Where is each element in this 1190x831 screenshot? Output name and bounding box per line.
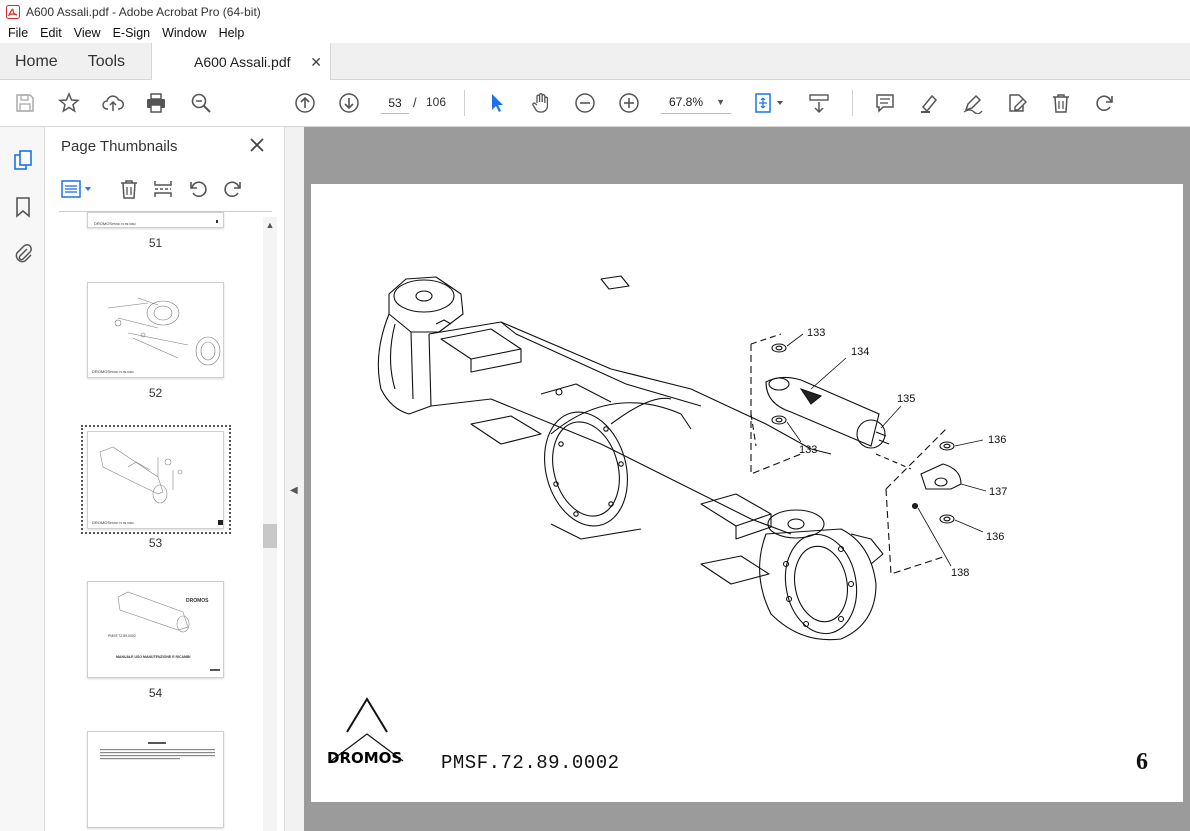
hand-tool-icon[interactable] bbox=[529, 91, 553, 115]
toolbar-divider bbox=[464, 90, 465, 116]
scroll-mode-icon[interactable] bbox=[807, 91, 831, 115]
page-number-input[interactable] bbox=[381, 92, 409, 114]
menu-file[interactable]: File bbox=[8, 26, 29, 40]
redo-icon[interactable] bbox=[1093, 91, 1117, 115]
panel-splitter[interactable]: ◀ bbox=[284, 127, 304, 831]
thumbnail-page-54[interactable]: DROMOS PMSF.72.89.0002 MANUALE USO MANUT… bbox=[87, 581, 224, 678]
tab-tools[interactable]: Tools bbox=[87, 53, 126, 70]
menu-esign[interactable]: E-Sign bbox=[112, 26, 151, 40]
page-thumbnails-icon[interactable] bbox=[11, 148, 35, 172]
next-page-icon[interactable] bbox=[337, 91, 361, 115]
page-separator: / bbox=[413, 95, 417, 110]
svg-text:PMSF.72.89.0002: PMSF.72.89.0002 bbox=[108, 634, 136, 638]
bookmark-icon[interactable] bbox=[11, 195, 35, 219]
callout-label: 138 bbox=[951, 567, 969, 579]
left-rail bbox=[0, 127, 45, 831]
callout-label: 133 bbox=[799, 444, 817, 456]
logo-wordmark: DROMOS bbox=[327, 749, 402, 767]
svg-text:DROMOS: DROMOS bbox=[92, 369, 110, 374]
insert-page-icon[interactable] bbox=[151, 177, 175, 201]
callout-label: 134 bbox=[851, 346, 869, 358]
svg-text:DROMOS: DROMOS bbox=[94, 221, 112, 226]
edit-pdf-icon[interactable] bbox=[1005, 91, 1029, 115]
zoom-out-icon[interactable] bbox=[573, 91, 597, 115]
menu-bar: File Edit View E-Sign Window Help bbox=[0, 23, 1190, 43]
zoom-value: 67.8% bbox=[669, 95, 704, 109]
tab-document[interactable]: A600 Assali.pdf ✕ bbox=[151, 43, 331, 81]
attachment-icon[interactable] bbox=[11, 241, 35, 265]
title-bar: A600 Assali.pdf - Adobe Acrobat Pro (64-… bbox=[0, 0, 1190, 23]
svg-text:DROMOS: DROMOS bbox=[92, 520, 110, 525]
tab-bar: Home Tools A600 Assali.pdf ✕ bbox=[0, 43, 1190, 81]
pdf-page bbox=[311, 184, 1183, 802]
rotate-right-icon[interactable] bbox=[221, 177, 245, 201]
upload-cloud-icon[interactable] bbox=[101, 91, 125, 115]
close-tab-icon[interactable]: ✕ bbox=[310, 54, 322, 70]
total-pages: 106 bbox=[426, 95, 447, 109]
toolbar-divider bbox=[852, 90, 853, 116]
svg-text:PMSF.72.89.0002: PMSF.72.89.0002 bbox=[112, 222, 136, 226]
thumbnail-options-icon[interactable] bbox=[59, 177, 97, 201]
zoom-in-icon[interactable] bbox=[617, 91, 641, 115]
bookmark-star-icon[interactable] bbox=[57, 91, 81, 115]
menu-edit[interactable]: Edit bbox=[40, 26, 62, 40]
toolbar bbox=[0, 80, 1190, 127]
scrollbar-thumb[interactable] bbox=[263, 524, 277, 548]
close-panel-icon[interactable] bbox=[248, 136, 266, 154]
sign-pen-icon[interactable] bbox=[961, 91, 985, 115]
thumbnail-page-55[interactable] bbox=[87, 731, 224, 828]
menu-help[interactable]: Help bbox=[218, 26, 245, 40]
chevron-down-icon: ▼ bbox=[716, 97, 725, 107]
rotate-left-icon[interactable] bbox=[186, 177, 210, 201]
panel-toolbar bbox=[59, 177, 279, 201]
collapse-panel-icon[interactable]: ◀ bbox=[290, 485, 298, 496]
svg-text:DROMOS: DROMOS bbox=[186, 598, 209, 604]
svg-text:PMSF.72.89.0002: PMSF.72.89.0002 bbox=[110, 521, 134, 525]
acrobat-icon bbox=[6, 4, 20, 19]
svg-text:MANUALE USO MANUTENZIONE E RIC: MANUALE USO MANUTENZIONE E RICAMBI bbox=[116, 655, 190, 659]
save-icon[interactable] bbox=[13, 91, 37, 115]
zoom-dropdown[interactable]: 67.8% ▼ bbox=[661, 91, 731, 114]
thumbnail-label-54: 54 bbox=[148, 686, 163, 700]
delete-pages-icon[interactable] bbox=[117, 177, 141, 201]
fit-page-icon[interactable] bbox=[752, 91, 788, 115]
callout-label: 133 bbox=[807, 327, 825, 339]
print-icon[interactable] bbox=[144, 91, 168, 115]
axle-exploded-drawing: 133 134 135 133 136 137 136 138 DROMOS bbox=[327, 275, 1007, 767]
highlight-pen-icon[interactable] bbox=[917, 91, 941, 115]
callout-label: 136 bbox=[988, 434, 1006, 446]
window-title: A600 Assali.pdf - Adobe Acrobat Pro (64-… bbox=[26, 4, 261, 19]
panel-title: Page Thumbnails bbox=[61, 138, 178, 155]
comment-icon[interactable] bbox=[873, 91, 897, 115]
document-code: PMSF.72.89.0002 bbox=[441, 752, 620, 774]
scroll-up-icon[interactable]: ▲ bbox=[265, 220, 275, 230]
tab-home[interactable]: Home bbox=[15, 53, 58, 70]
menu-window[interactable]: Window bbox=[162, 26, 207, 40]
callout-label: 137 bbox=[989, 486, 1007, 498]
document-tab-label: A600 Assali.pdf bbox=[194, 54, 291, 70]
thumbnail-label-53: 53 bbox=[148, 536, 163, 550]
thumbnail-label-52: 52 bbox=[148, 386, 163, 400]
document-page-number: 6 bbox=[1136, 749, 1148, 775]
delete-icon[interactable] bbox=[1049, 91, 1073, 115]
panel-divider bbox=[59, 211, 272, 212]
thumbnail-label-51: 51 bbox=[148, 236, 163, 250]
previous-page-icon[interactable] bbox=[293, 91, 317, 115]
menu-view[interactable]: View bbox=[73, 26, 101, 40]
callout-label: 135 bbox=[897, 393, 915, 405]
svg-text:PMSF.72.89.0002: PMSF.72.89.0002 bbox=[110, 370, 134, 374]
dromos-logo: DROMOS bbox=[327, 697, 404, 767]
callout-label: 136 bbox=[986, 531, 1004, 543]
zoom-search-icon[interactable] bbox=[189, 91, 213, 115]
select-cursor-icon[interactable] bbox=[485, 91, 509, 115]
